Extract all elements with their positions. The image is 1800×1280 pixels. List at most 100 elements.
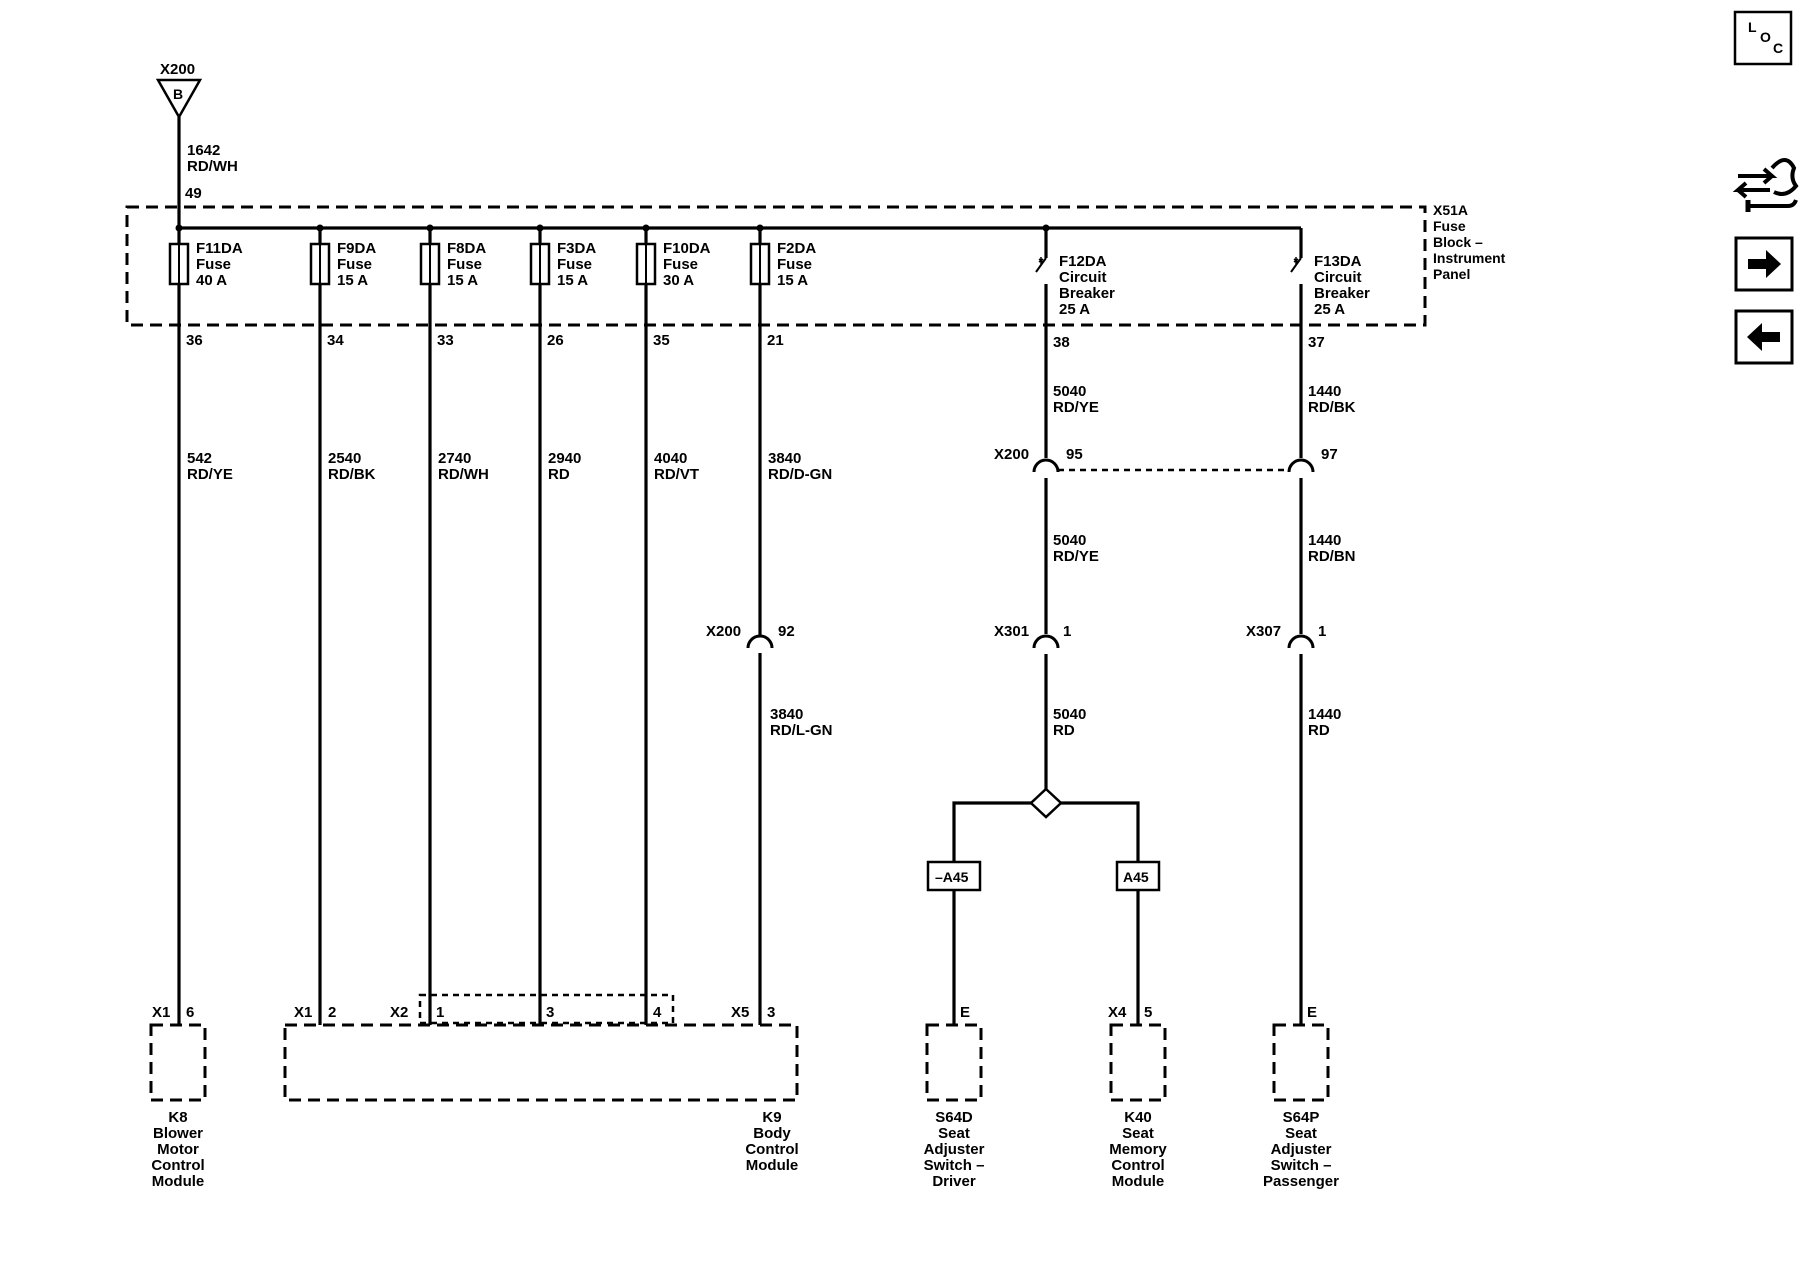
svg-text:3: 3	[546, 1004, 554, 1021]
svg-text:Switch –: Switch –	[1271, 1157, 1332, 1174]
svg-text:K9: K9	[762, 1109, 781, 1126]
fuse-block-label: X51A Fuse Block – Instrument Panel	[1433, 202, 1506, 282]
svg-text:E: E	[1307, 1004, 1317, 1021]
fuse-out-pin: 36	[186, 332, 203, 349]
breaker-f13da: F13DA Circuit Breaker 25 A 37 1440 RD/BK	[1290, 228, 1370, 458]
fuse-type: Fuse	[777, 256, 812, 273]
svg-text:Module: Module	[1112, 1173, 1165, 1190]
breaker-f12da: F12DA Circuit Breaker 25 A 38 5040 RD/YE	[1035, 228, 1115, 458]
svg-text:5040: 5040	[1053, 706, 1086, 723]
svg-text:Seat: Seat	[1285, 1125, 1317, 1142]
svg-text:25 A: 25 A	[1059, 301, 1090, 318]
svg-text:92: 92	[778, 623, 795, 640]
wire-circuit: 4040	[654, 450, 687, 467]
wire-circuit: 2940	[548, 450, 581, 467]
fuse-out-pin: 21	[767, 332, 784, 349]
feed-wire-color: RD/WH	[187, 158, 238, 175]
svg-text:2: 2	[328, 1004, 336, 1021]
svg-text:RD: RD	[1053, 722, 1075, 739]
svg-text:Motor: Motor	[157, 1141, 199, 1158]
svg-text:Seat: Seat	[1122, 1125, 1154, 1142]
svg-text:–A45: –A45	[935, 869, 969, 885]
svg-text:X51A: X51A	[1433, 202, 1468, 218]
source-connector: X200 B	[155, 61, 203, 120]
fuse-rating: 30 A	[663, 272, 694, 289]
svg-text:X200: X200	[706, 623, 741, 640]
wire-circuit: 2740	[438, 450, 471, 467]
location-icon[interactable]: L O C	[1733, 10, 1793, 66]
svg-text:Block –: Block –	[1433, 234, 1483, 250]
fuse-name: F2DA	[777, 240, 816, 257]
svg-text:Circuit: Circuit	[1059, 269, 1107, 286]
svg-text:Module: Module	[152, 1173, 205, 1190]
fuse-name: F11DA	[196, 240, 243, 257]
svg-text:E: E	[960, 1004, 970, 1021]
svg-text:Panel: Panel	[1433, 266, 1470, 282]
fuse-name: F8DA	[447, 240, 486, 257]
fuse-type: Fuse	[196, 256, 231, 273]
fuse-rating: 15 A	[337, 272, 368, 289]
wire-circuit: 5040	[1053, 383, 1086, 400]
svg-text:3: 3	[767, 1004, 775, 1021]
svg-text:1: 1	[1318, 623, 1326, 640]
breaker-out-pin: 38	[1053, 334, 1070, 351]
fuse-rating: 15 A	[447, 272, 478, 289]
inline-connector-x200-95-97: X200 95 97	[994, 446, 1338, 473]
svg-text:Adjuster: Adjuster	[1271, 1141, 1332, 1158]
svg-text:F12DA: F12DA	[1059, 253, 1107, 270]
fuse-rating: 15 A	[777, 272, 808, 289]
svg-text:5040: 5040	[1053, 532, 1086, 549]
svg-text:Passenger: Passenger	[1263, 1173, 1339, 1190]
wire-color: RD/BK	[1308, 399, 1356, 416]
wire-color: RD/VT	[654, 466, 699, 483]
svg-text:X1: X1	[294, 1004, 312, 1021]
svg-text:A45: A45	[1123, 869, 1149, 885]
svg-text:X5: X5	[731, 1004, 749, 1021]
module-s64d: E S64D Seat Adjuster Switch – Driver	[924, 1004, 985, 1190]
svg-text:RD/L-GN: RD/L-GN	[770, 722, 833, 739]
wire-color: RD/BK	[328, 466, 376, 483]
svg-text:X301: X301	[994, 623, 1029, 640]
svg-text:Breaker: Breaker	[1059, 285, 1115, 302]
module-s64p: E S64P Seat Adjuster Switch – Passenger	[1263, 1004, 1339, 1190]
module-k40: X4 5 K40 Seat Memory Control Module	[1108, 1004, 1167, 1190]
svg-text:Adjuster: Adjuster	[924, 1141, 985, 1158]
svg-text:95: 95	[1066, 446, 1083, 463]
wire-color: RD/YE	[187, 466, 233, 483]
svg-text:F13DA: F13DA	[1314, 253, 1362, 270]
fuse-rating: 40 A	[196, 272, 227, 289]
wire-color: RD/D-GN	[768, 466, 832, 483]
svg-text:Seat: Seat	[938, 1125, 970, 1142]
wire-color: RD/WH	[438, 466, 489, 483]
svg-text:4: 4	[653, 1004, 662, 1021]
svg-text:Control: Control	[151, 1157, 204, 1174]
connector-view-icon[interactable]	[1732, 158, 1799, 212]
svg-text:RD/YE: RD/YE	[1053, 548, 1099, 565]
wire-circuit: 3840	[768, 450, 801, 467]
svg-text:1: 1	[436, 1004, 444, 1021]
fuse-type: Fuse	[557, 256, 592, 273]
fuse-out-pin: 35	[653, 332, 670, 349]
fuse-rating: 15 A	[557, 272, 588, 289]
svg-text:Memory: Memory	[1109, 1141, 1167, 1158]
fuse-name: F3DA	[557, 240, 596, 257]
svg-text:K40: K40	[1124, 1109, 1152, 1126]
fuse-type: Fuse	[337, 256, 372, 273]
wire-circuit: 542	[187, 450, 212, 467]
svg-text:25 A: 25 A	[1314, 301, 1345, 318]
svg-text:1: 1	[1063, 623, 1071, 640]
svg-text:Body: Body	[753, 1125, 791, 1142]
feed-block-pin: 49	[185, 185, 202, 202]
connector-x301: X301 1	[994, 623, 1071, 649]
next-page-icon[interactable]	[1734, 236, 1794, 292]
previous-page-icon[interactable]	[1734, 309, 1794, 365]
svg-text:Instrument: Instrument	[1433, 250, 1506, 266]
fuse-block-outline	[125, 205, 1427, 327]
wire-color: RD	[548, 466, 570, 483]
svg-text:Driver: Driver	[932, 1173, 976, 1190]
